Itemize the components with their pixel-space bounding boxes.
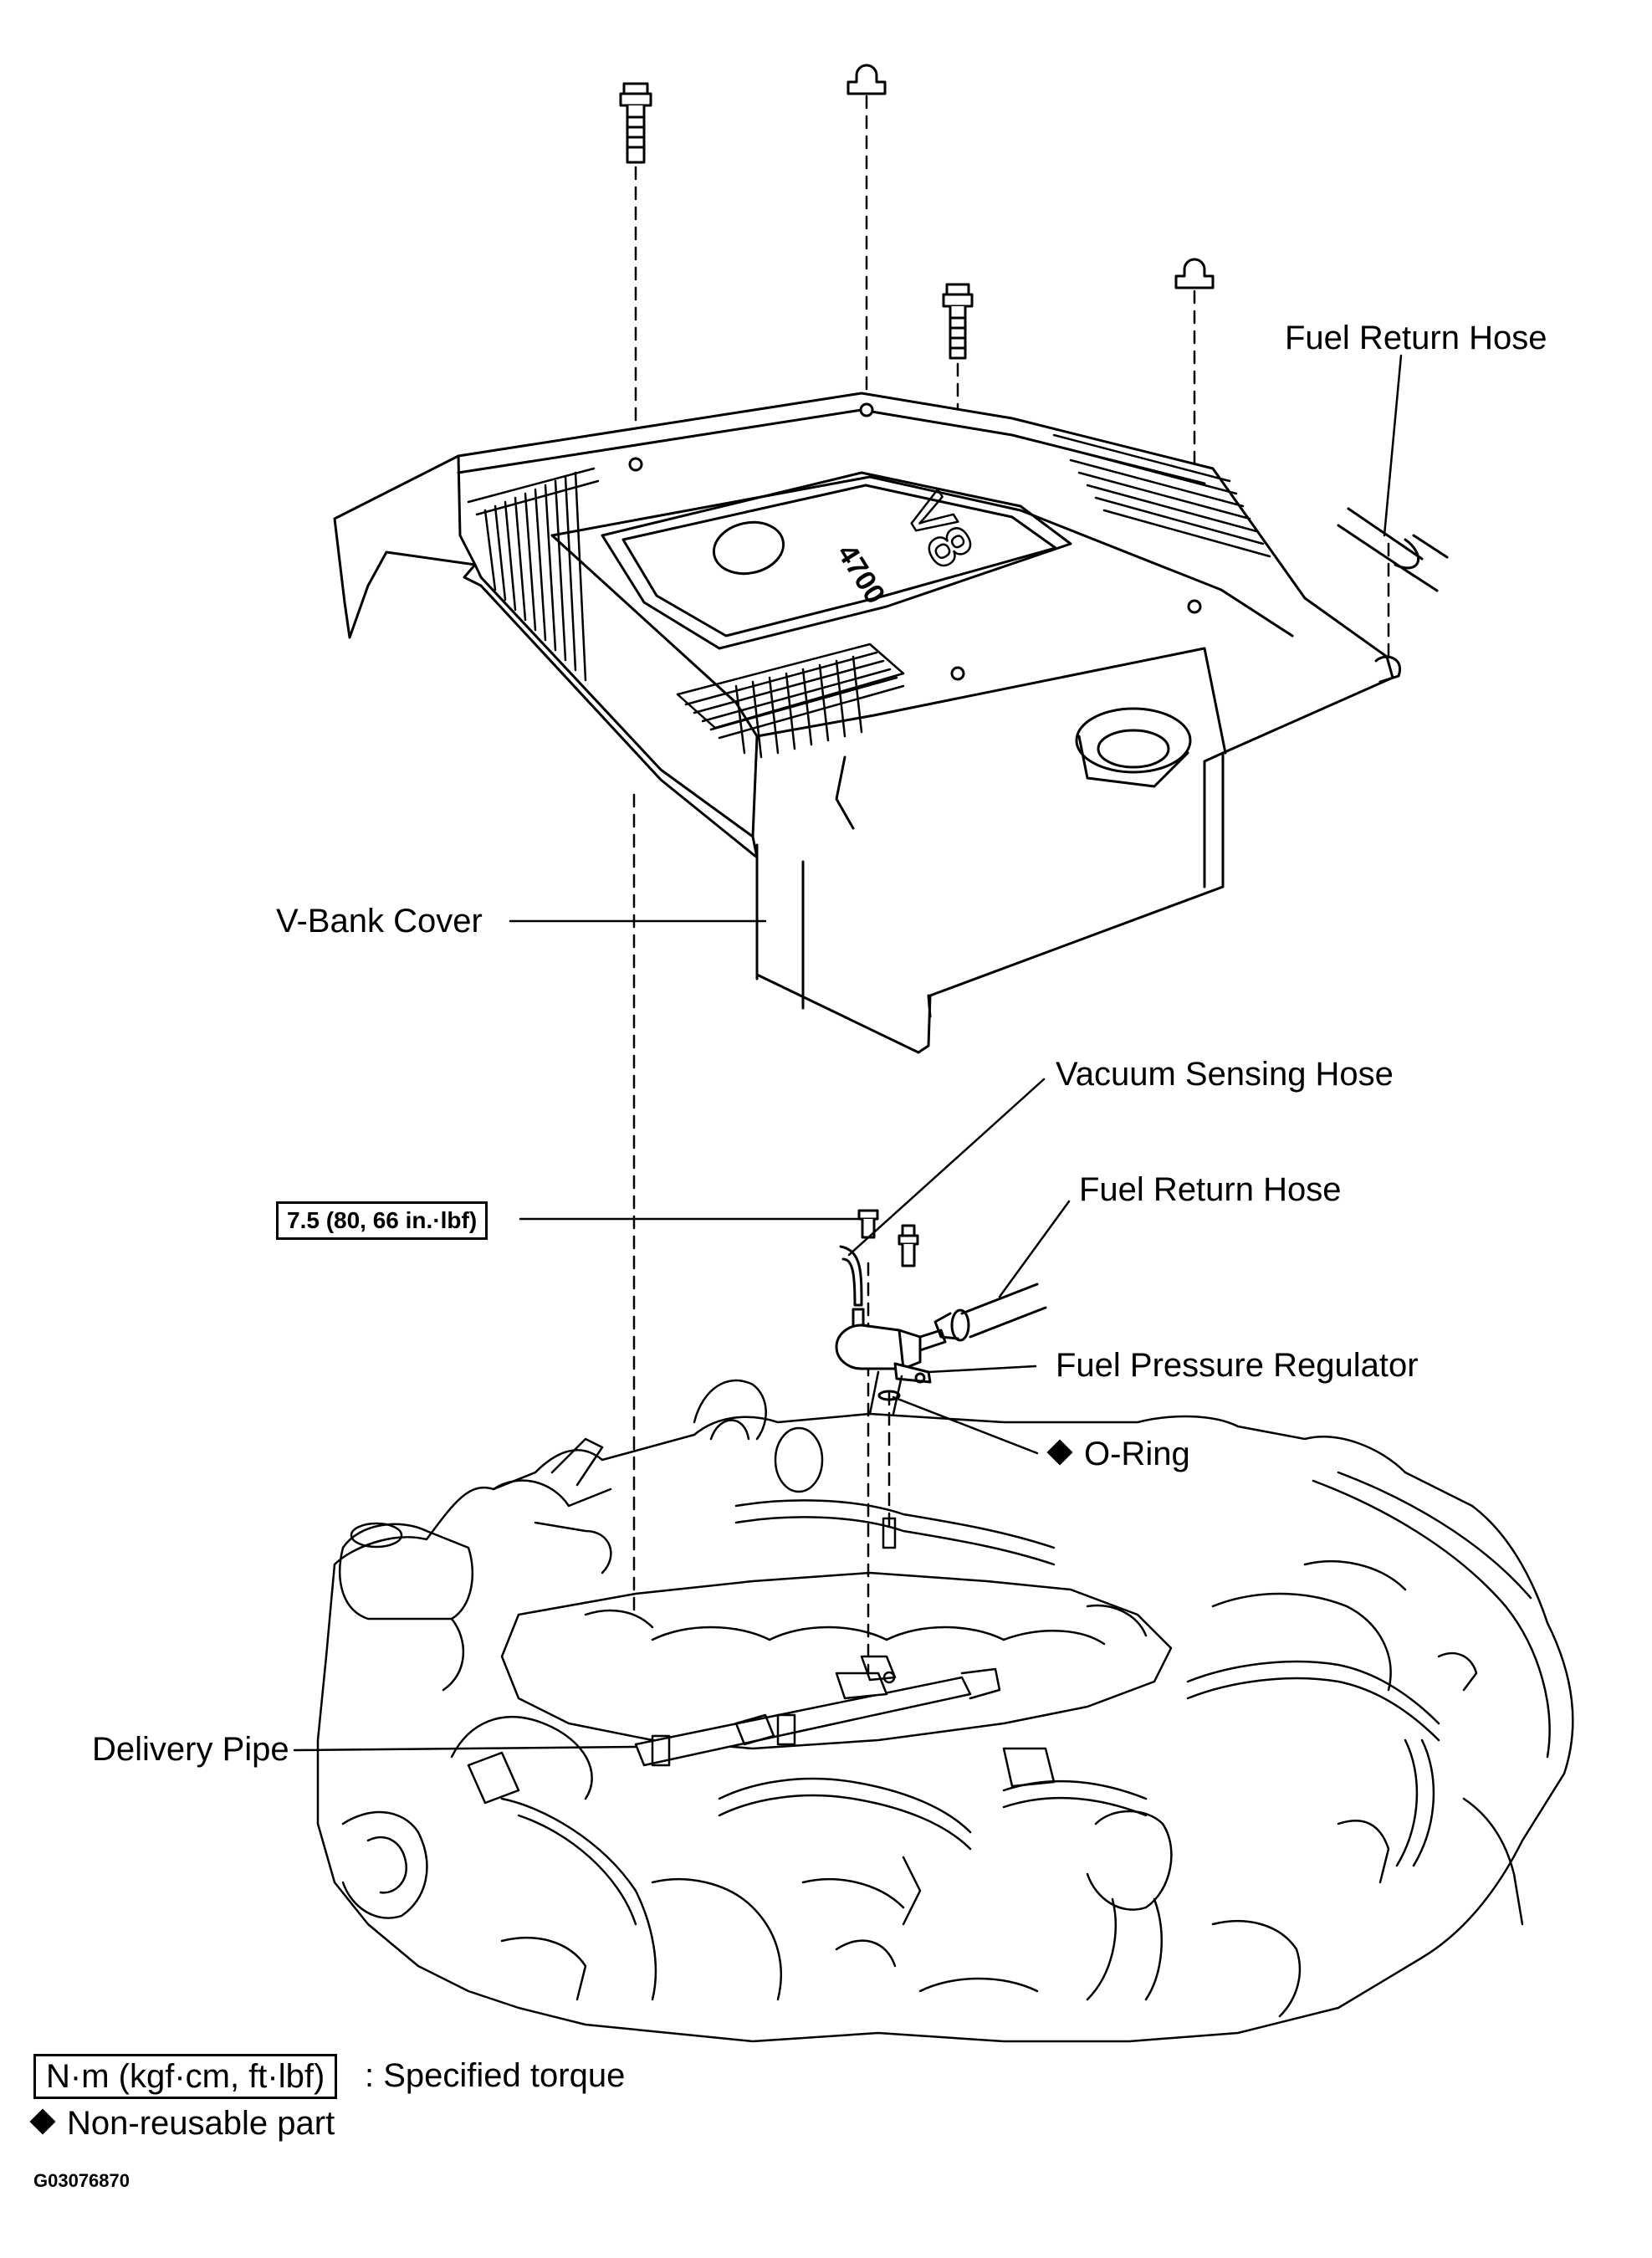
engine-assembly xyxy=(316,1370,1574,2043)
label-o-ring: O-Ring xyxy=(1046,1436,1190,1472)
vacuum-sensing-hose-part xyxy=(839,1245,863,1307)
regulator-bolt-left xyxy=(857,1209,879,1239)
legend-non-reusable-text: Non-reusable part xyxy=(67,2105,335,2142)
v-bank-cover: 4700 V8 xyxy=(333,392,1402,1054)
torque-spec-box: 7.5 (80, 66 in.·lbf) xyxy=(276,1201,488,1240)
fuel-return-hose-lower-part xyxy=(933,1283,1047,1342)
non-reusable-diamond-icon xyxy=(1046,1439,1073,1466)
leader-lines xyxy=(293,354,1403,1752)
cover-nut-right xyxy=(1174,258,1215,289)
fuel-pressure-regulator-part xyxy=(835,1308,947,1384)
legend-torque-unit-box: N·m (kgf·cm, ft·lbf) xyxy=(33,2054,338,2099)
cover-bolt-left xyxy=(619,82,652,164)
cover-bolt-right xyxy=(942,283,974,360)
cover-nut-center xyxy=(846,64,887,95)
o-ring-part xyxy=(877,1390,901,1401)
label-v-bank-cover: V-Bank Cover xyxy=(276,903,483,940)
label-fuel-return-hose-top: Fuel Return Hose xyxy=(1285,320,1547,356)
label-vacuum-sensing-hose: Vacuum Sensing Hose xyxy=(1056,1056,1394,1093)
fuel-return-hose-top-part xyxy=(1337,507,1449,592)
legend-torque-desc: : Specified torque xyxy=(365,2057,626,2094)
diamond-icon xyxy=(29,2108,56,2135)
legend-non-reusable: Non-reusable part xyxy=(29,2105,335,2142)
regulator-bolt-right xyxy=(898,1224,919,1267)
label-fuel-return-hose-lower: Fuel Return Hose xyxy=(1079,1171,1342,1208)
label-o-ring-text: O-Ring xyxy=(1084,1436,1190,1472)
label-fuel-pressure-regulator: Fuel Pressure Regulator xyxy=(1056,1347,1419,1384)
figure-code: G03076870 xyxy=(33,2170,130,2191)
label-delivery-pipe: Delivery Pipe xyxy=(92,1731,289,1768)
